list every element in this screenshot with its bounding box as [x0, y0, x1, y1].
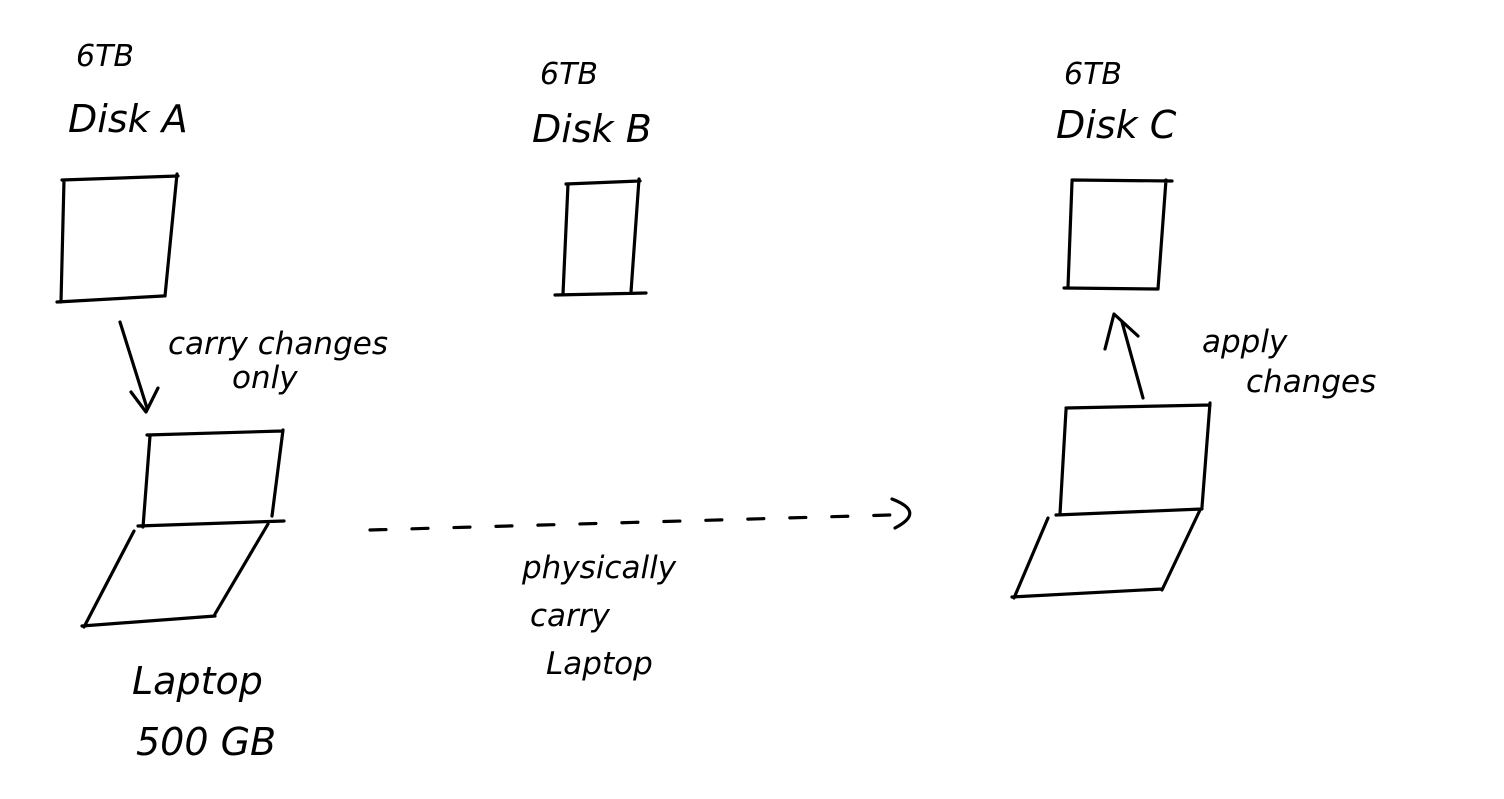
disk-b: 6TB Disk B: [532, 57, 652, 297]
laptop-label: Laptop: [132, 659, 263, 703]
carry-changes-only-label: only: [232, 360, 298, 396]
disk-a-capacity: 6TB: [76, 39, 134, 74]
physically-label: physically: [521, 550, 677, 586]
laptop-capacity: 500 GB: [136, 720, 276, 764]
disk-c-box: [1062, 178, 1174, 291]
laptop-right-screen: [1054, 401, 1212, 517]
disk-c-capacity: 6TB: [1064, 57, 1122, 92]
disk-a-box: [55, 172, 180, 304]
apply-label: apply: [1202, 324, 1288, 360]
apply-changes-label: changes: [1246, 364, 1376, 400]
carry-changes-label: carry changes: [168, 326, 388, 362]
arrow-disk-a-to-laptop: [118, 320, 160, 414]
disk-b-box: [553, 177, 648, 297]
laptop-carry-label: Laptop: [546, 646, 653, 682]
carry-laptop-arrow: [368, 497, 912, 532]
disk-b-label: Disk B: [532, 107, 652, 151]
laptop-left-screen: [136, 428, 286, 529]
arrow-laptop-to-disk-c: [1103, 312, 1145, 400]
laptop-right: [1010, 401, 1212, 600]
laptop-right-keyboard: [1010, 508, 1202, 600]
carry-label: carry: [530, 598, 611, 634]
disk-a: 6TB Disk A: [55, 39, 188, 304]
laptop-left: [80, 428, 286, 629]
disk-b-capacity: 6TB: [540, 57, 598, 92]
disk-c: 6TB Disk C: [1056, 57, 1177, 291]
disk-a-label: Disk A: [68, 97, 188, 141]
laptop-left-keyboard: [80, 522, 270, 629]
disk-c-label: Disk C: [1056, 103, 1177, 147]
